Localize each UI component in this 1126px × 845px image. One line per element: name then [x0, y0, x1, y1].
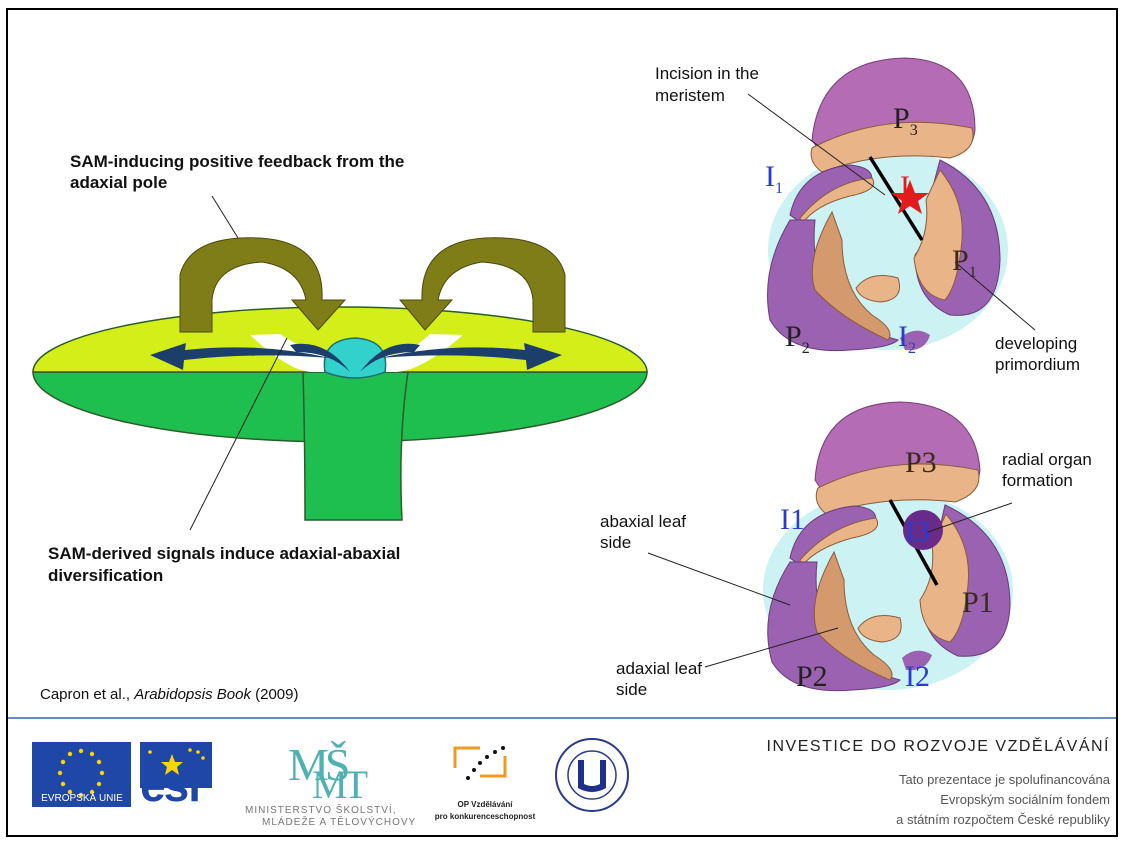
label-i-top: I [900, 172, 910, 202]
msmt-line1: MINISTERSTVO ŠKOLSTVÍ, [245, 805, 396, 816]
signals-label-line1: SAM-derived signals induce adaxial-abaxi… [48, 543, 400, 565]
meristem-bottom [648, 402, 1013, 691]
stem [303, 372, 408, 520]
meristem-top [748, 58, 1035, 351]
signals-label-line2: diversification [48, 565, 163, 587]
label-i2-bottom: I2 [905, 662, 930, 692]
eu-caption: EVROPSKÁ UNIE [34, 793, 130, 804]
msmt-line2: MLÁDEŽE A TĚLOVÝCHOVY [262, 817, 416, 828]
label-i2-top: I2 [898, 322, 916, 364]
label-p2-top: P2 [785, 322, 810, 364]
developing-label-line2: primordium [995, 354, 1080, 375]
feedback-label-line1: SAM-inducing positive feedback from the [70, 151, 404, 173]
footer-line2: Evropským sociálním fondem [940, 792, 1110, 807]
label-p3-bottom: P3 [905, 448, 937, 478]
svg-text:MT: MT [312, 762, 368, 807]
label-p1-top: P1 [952, 246, 977, 288]
esf-text: esf [140, 758, 200, 812]
footer-title: INVESTICE DO ROZVOJE VZDĚLÁVÁNÍ [767, 738, 1110, 756]
label-p3-top: P3 [893, 104, 918, 146]
label-i1-top: I1 [765, 162, 783, 204]
abaxial-label-line2: side [600, 532, 631, 553]
adaxial-abaxial-diagram [33, 196, 647, 530]
adaxial-label-line2: side [616, 679, 647, 700]
op-line2: pro konkurenceschopnost [430, 812, 540, 821]
label-i3-bottom: I3 [905, 517, 930, 547]
footer-line1: Tato prezentace je spolufinancována [899, 772, 1110, 787]
adaxial-label-line1: adaxial leaf [616, 658, 702, 679]
label-i1-bottom: I1 [780, 505, 805, 535]
msmt-logo: MŠ MT [288, 739, 368, 807]
label-p2-bottom: P2 [796, 662, 828, 692]
feedback-label-line2: adaxial pole [70, 172, 167, 194]
radial-label-line2: formation [1002, 470, 1073, 491]
label-p1-bottom: P1 [962, 588, 994, 618]
developing-label-line1: developing [995, 333, 1077, 354]
radial-label-line1: radial organ [1002, 449, 1092, 470]
svg-text:U: U [587, 767, 597, 783]
incision-label-line1: Incision in the [655, 63, 759, 84]
footer-line3: a státním rozpočtem České republiky [896, 812, 1110, 827]
feedback-leader-line [212, 196, 238, 238]
abaxial-label-line1: abaxial leaf [600, 511, 686, 532]
citation: Capron et al., Arabidopsis Book (2009) [40, 684, 298, 705]
mu-logo: U [556, 739, 628, 811]
incision-label-line2: meristem [655, 85, 725, 106]
op-logo [455, 746, 505, 780]
op-line1: OP Vzdělávání [445, 800, 525, 809]
